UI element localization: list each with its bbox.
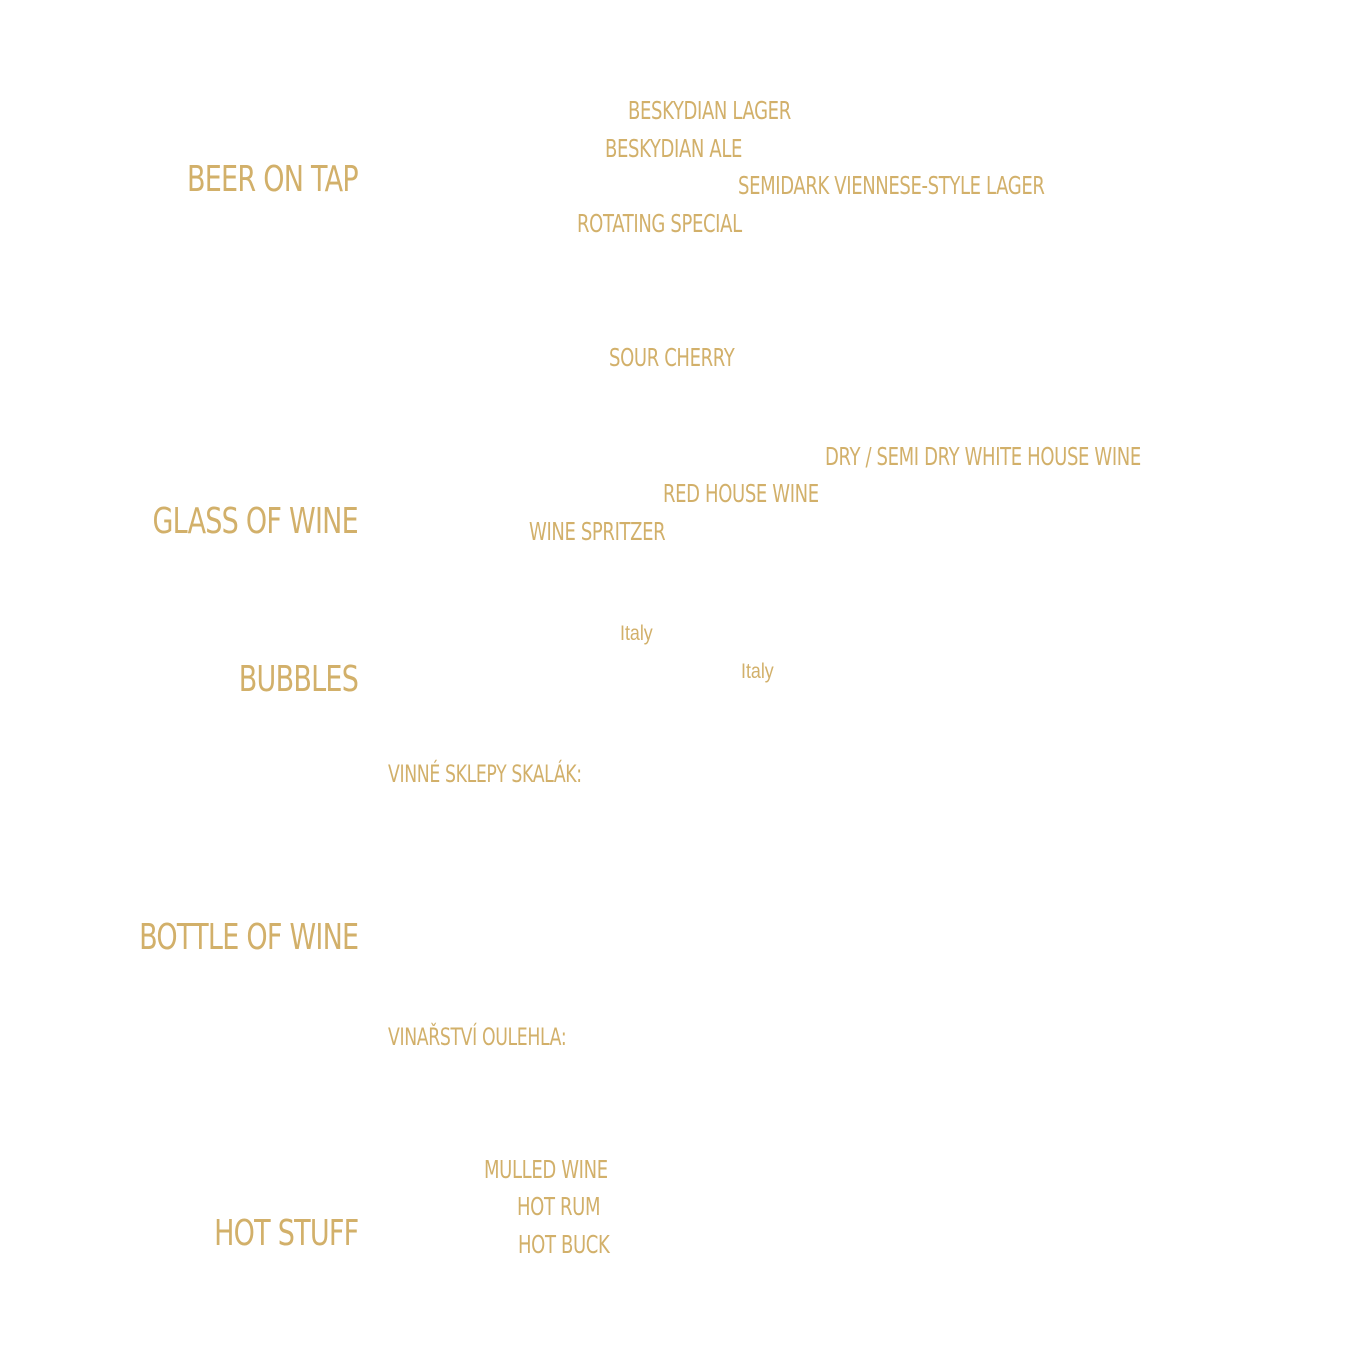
origin-label: Italy — [620, 622, 653, 645]
menu-item-white-house-wine: DRY / SEMI DRY WHITE HOUSE WINE — [825, 442, 1141, 471]
section-title-bottle-of-wine: BOTTLE OF WINE — [138, 917, 359, 958]
menu-item-beskydian-ale: BESKYDIAN ALE — [605, 134, 743, 163]
section-title-bubbles: BUBBLES — [238, 659, 359, 700]
menu-item-wine-spritzer: WINE SPRITZER — [529, 517, 666, 546]
menu-item-beskydian-lager: BESKYDIAN LAGER — [628, 96, 791, 125]
winery-heading-oulehla: VINAŘSTVÍ OULEHLA: — [388, 1023, 567, 1051]
menu-item-semidark-lager: SEMIDARK VIENNESE-STYLE LAGER — [738, 171, 1045, 200]
menu-item-rotating-special: ROTATING SPECIAL — [577, 209, 742, 238]
section-title-glass-of-wine: GLASS OF WINE — [152, 501, 359, 542]
menu-item-mulled-wine: MULLED WINE — [484, 1155, 608, 1184]
winery-heading-skalak: VINNÉ SKLEPY SKALÁK: — [388, 760, 582, 788]
origin-label: Italy — [741, 660, 774, 683]
menu-item-sour-cherry: SOUR CHERRY — [609, 343, 735, 372]
menu-item-red-house-wine: RED HOUSE WINE — [663, 479, 819, 508]
section-title-hot-stuff: HOT STUFF — [213, 1213, 359, 1254]
menu-item-hot-buck: HOT BUCK — [518, 1230, 610, 1259]
menu-item-hot-rum: HOT RUM — [517, 1192, 601, 1221]
section-title-beer-on-tap: BEER ON TAP — [187, 159, 359, 200]
